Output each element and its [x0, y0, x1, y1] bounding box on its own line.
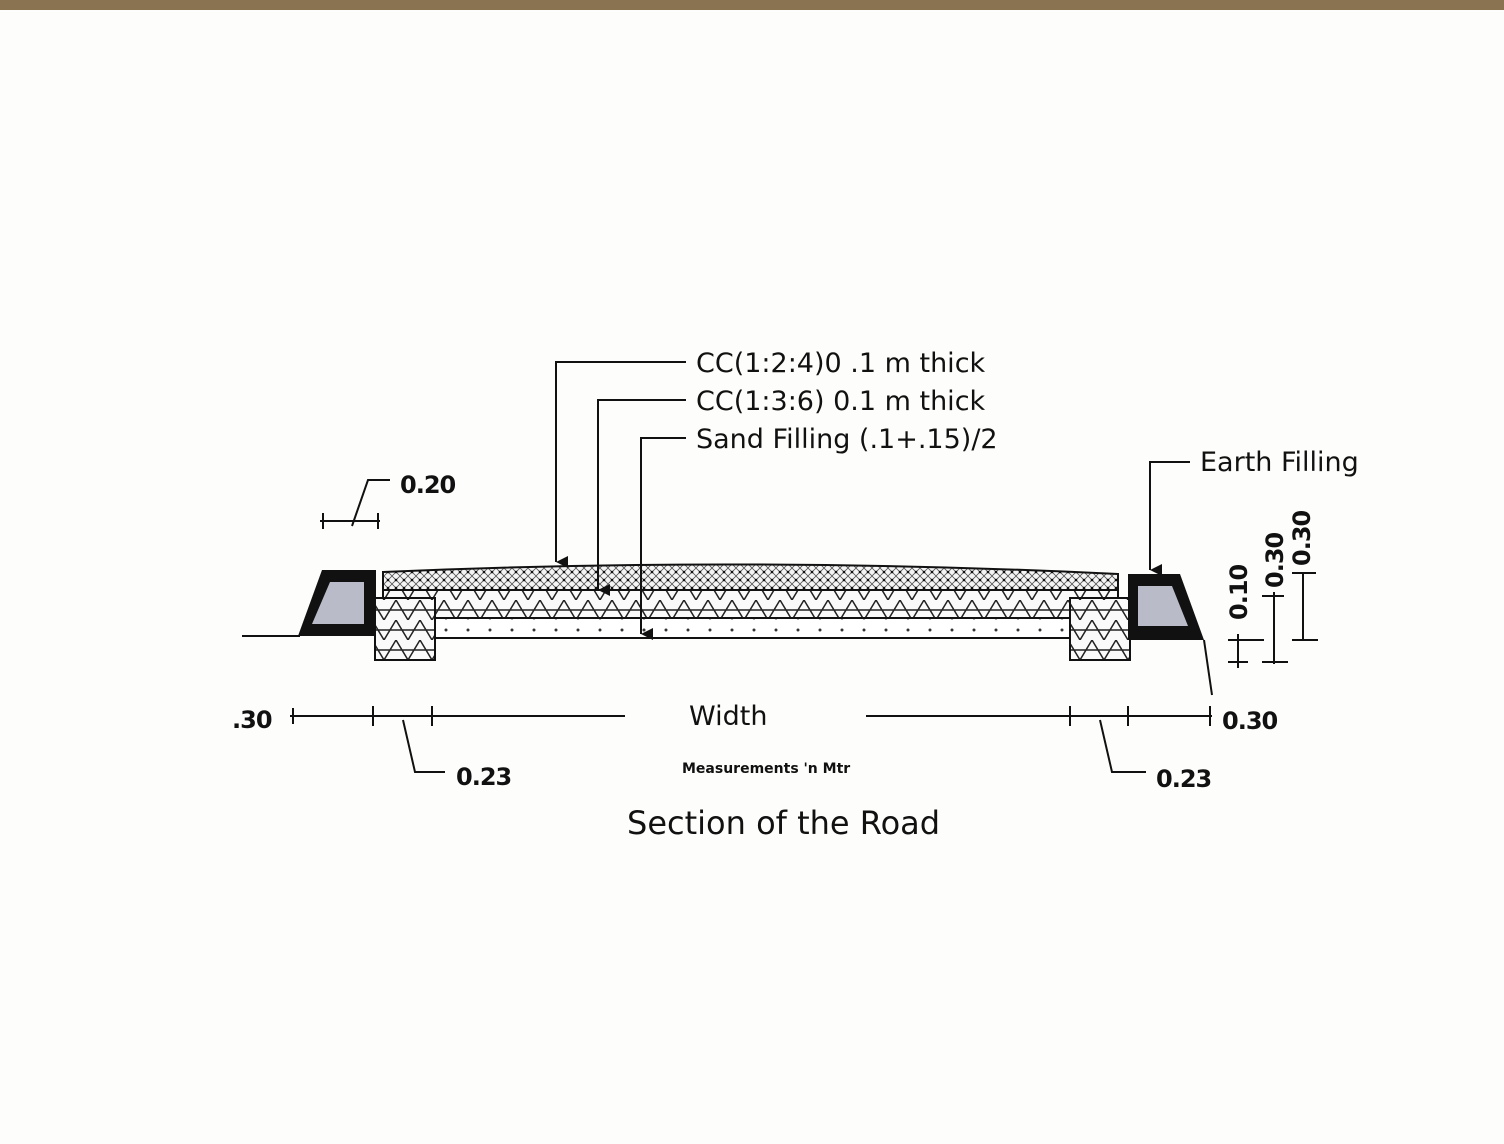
label-earth: Earth Filling [1200, 447, 1359, 478]
dim-left-outer: .30 [232, 706, 272, 734]
leader-sand [640, 437, 686, 640]
leader-cc124 [555, 361, 686, 568]
sand-filling-layer [434, 617, 1071, 639]
label-cc124: CC(1:2:4)0 .1 m thick [696, 348, 986, 379]
right-footing [1069, 597, 1131, 661]
cc-136-layer [382, 589, 1119, 619]
cc-124-layer [382, 563, 1119, 591]
leader-earth [1149, 461, 1190, 576]
left-curb-inner [312, 582, 364, 624]
label-sand: Sand Filling (.1+.15)/2 [696, 424, 998, 455]
width-label: Width [689, 701, 767, 732]
dim-0-10: 0.10 [1225, 564, 1253, 620]
dim-left-footing: 0.23 [456, 763, 511, 791]
measurement-note: Measurements 'n Mtr [682, 761, 850, 777]
drawing-title: Section of the Road [627, 804, 940, 842]
dim-right-vertical: 0.10 0.30 0.30 [1225, 510, 1318, 668]
dim-0-20: 0.20 [400, 471, 456, 499]
left-footing [374, 597, 436, 661]
earth-slope-line [1203, 639, 1213, 696]
dim-bottom: .30 0.23 0.23 0.30 [232, 706, 1279, 793]
label-cc136: CC(1:3:6) 0.1 m thick [696, 386, 986, 417]
dim-right-footing: 0.23 [1156, 765, 1211, 793]
paper-edge [0, 0, 1504, 10]
dim-right-outer: 0.30 [1222, 707, 1278, 735]
leader-cc136 [597, 399, 686, 596]
dim-0-30-a: 0.30 [1261, 532, 1289, 588]
right-curb-inner [1138, 586, 1188, 626]
dim-0-30-b: 0.30 [1288, 510, 1316, 566]
dim-top-left: 0.20 [320, 471, 457, 529]
